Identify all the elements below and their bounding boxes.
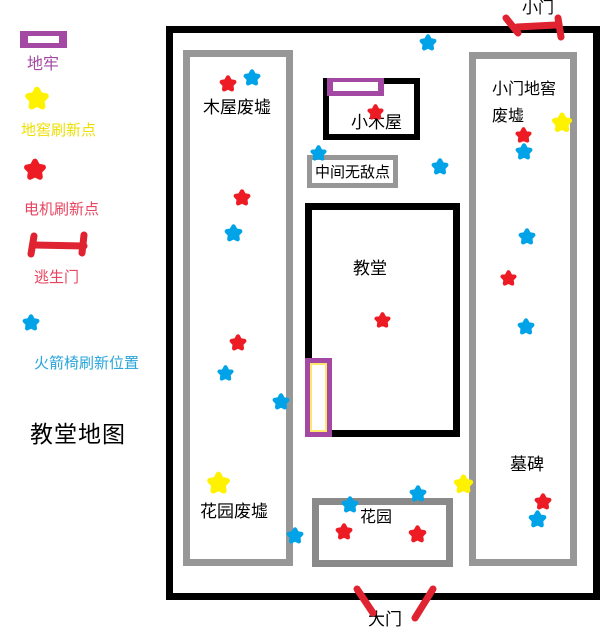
legend-label-escape-gate: 逃生门 xyxy=(34,269,80,286)
small-gate-cellar-ruins-label-line2: 废墟 xyxy=(492,108,525,125)
tombstone-label: 墓碑 xyxy=(510,455,544,474)
garden-label: 花园 xyxy=(360,509,393,526)
legend-label-cipher-spawn: 电机刷新点 xyxy=(24,201,100,218)
legend-label-cellar-spawn: 地窖刷新点 xyxy=(21,122,97,139)
middle-safe-spot-box: 中间无敌点 xyxy=(307,155,398,188)
red-star-icon xyxy=(22,157,48,188)
small-hut-label: 小木屋 xyxy=(351,113,402,132)
escape-gate-icon xyxy=(27,231,88,258)
right-ruins-rect xyxy=(469,52,577,566)
left-ruins-rect xyxy=(183,50,293,566)
hut-dungeon-icon xyxy=(327,78,384,96)
dungeon-icon-bar xyxy=(28,36,59,43)
blue-star-icon xyxy=(21,313,41,338)
church-label: 教堂 xyxy=(353,259,387,278)
yellow-star-icon xyxy=(23,85,51,118)
map-outer-wall xyxy=(166,26,600,600)
dungeon-icon xyxy=(20,31,67,48)
small-gate-label: 小门 xyxy=(522,0,555,17)
map-title: 教堂地图 xyxy=(30,421,126,447)
small-gate-icon xyxy=(502,14,565,41)
small-gate-cellar-ruins-label-line1: 小门地窖 xyxy=(492,81,557,98)
wood-house-ruins-label: 木屋废墟 xyxy=(203,98,271,117)
garden-box xyxy=(312,498,453,567)
main-gate-icon xyxy=(353,585,437,622)
church-dungeon-inner xyxy=(310,363,327,432)
hut-dungeon-icon-bar xyxy=(333,82,378,91)
church-dungeon-icon xyxy=(305,358,332,437)
legend-label-dungeon: 地牢 xyxy=(27,56,60,73)
middle-safe-spot-label: 中间无敌点 xyxy=(314,164,390,181)
legend-label-rocket-chair: 火箭椅刷新位置 xyxy=(34,355,140,372)
main-gate-label: 大门 xyxy=(368,610,402,629)
garden-ruins-label: 花园废墟 xyxy=(200,502,268,521)
